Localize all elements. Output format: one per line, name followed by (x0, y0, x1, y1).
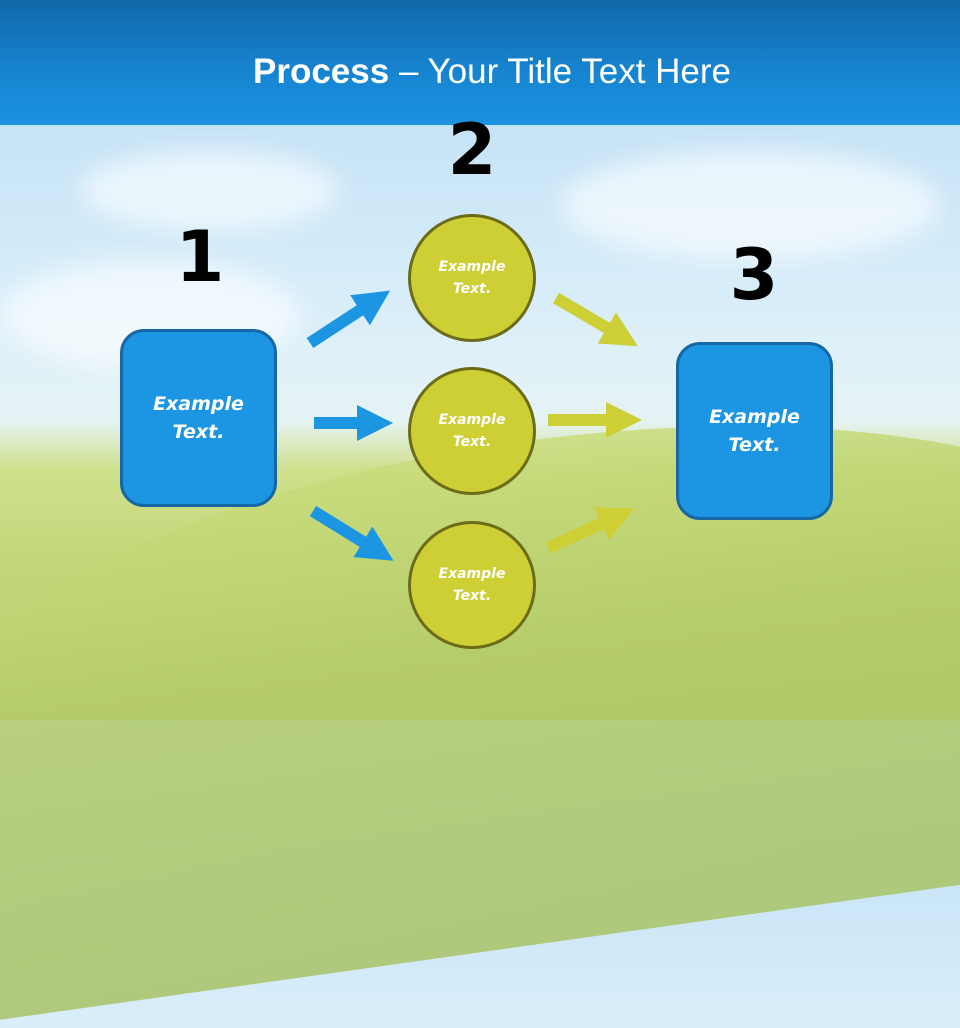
step-number-1: 1 (175, 216, 225, 298)
step-number-2: 2 (447, 109, 497, 191)
arrow-right-down-icon (552, 292, 638, 347)
arrow-right-up-icon (545, 507, 635, 554)
step-1-box[interactable]: Example Text. (120, 329, 277, 507)
arrows (306, 290, 642, 561)
step-2-circle[interactable]: Example Text. (408, 521, 536, 649)
cloud (80, 150, 340, 230)
cloud (560, 150, 940, 260)
arrow-right-up-icon (306, 290, 391, 349)
step-number-3: 3 (729, 234, 779, 316)
step-2-circle[interactable]: Example Text. (408, 214, 536, 342)
step-2-circle[interactable]: Example Text. (408, 367, 536, 495)
arrow-right-down-icon (309, 505, 394, 561)
slide-title: Process – Your Title Text Here (253, 52, 731, 91)
step-3-box[interactable]: Example Text. (676, 342, 833, 520)
title-bar (0, 0, 960, 125)
